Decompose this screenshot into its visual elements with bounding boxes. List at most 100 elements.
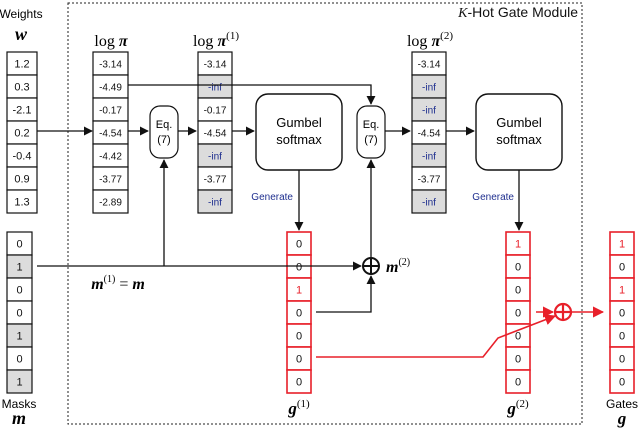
g2-cell: 0 <box>505 369 531 394</box>
generate-label-1: Generate <box>251 192 293 203</box>
weights-symbol: w <box>15 24 28 44</box>
logpi2-cell: -inf <box>411 189 447 214</box>
module-title: K-Hot Gate Module <box>457 4 578 21</box>
logpi2-value: -3.77 <box>418 175 441 186</box>
weights-value: 1.3 <box>14 197 29 209</box>
logpi1-cell: -3.77 <box>197 166 233 191</box>
g1-value: 1 <box>296 285 302 297</box>
logpi2-value: -3.14 <box>418 60 441 71</box>
weights-cell: 1.3 <box>6 189 38 214</box>
gates-cell: 0 <box>609 346 635 371</box>
gates-cell: 0 <box>609 323 635 348</box>
logpi-cell: -2.89 <box>92 189 129 214</box>
masks-label: Masks <box>2 397 37 411</box>
svg-text:Gumbel: Gumbel <box>496 115 542 130</box>
gates-value: 0 <box>619 262 625 274</box>
m1-equals-m-label: m(1) = m <box>91 274 145 293</box>
gates-value: 1 <box>619 285 625 297</box>
logpi1-cell: -0.17 <box>197 97 233 122</box>
svg-text:softmax: softmax <box>276 132 322 147</box>
weights-cell: -0.4 <box>6 143 38 168</box>
gates-value: 0 <box>619 377 625 389</box>
g2-value: 1 <box>515 239 521 251</box>
logpi-value: -0.17 <box>99 106 122 117</box>
logpi1-cell: -inf <box>197 143 233 168</box>
logpi-value: -3.77 <box>99 175 122 186</box>
weights-cell: 1.2 <box>6 51 38 76</box>
g2-value: 0 <box>515 331 521 343</box>
logpi2-value: -inf <box>422 152 436 163</box>
g2-value: 0 <box>515 262 521 274</box>
logpi2-value: -inf <box>422 83 436 94</box>
logpi2-column: -3.14 -inf -inf -4.54 -inf -3.77 -inf <box>411 51 447 214</box>
weights-value: 0.9 <box>14 174 29 186</box>
g2-value: 0 <box>515 285 521 297</box>
logpi2-cell: -inf <box>411 143 447 168</box>
gates-symbol: g <box>617 409 627 428</box>
gates-value: 0 <box>619 354 625 366</box>
oplus-red-icon <box>553 302 573 322</box>
gates-cell: 1 <box>609 231 635 256</box>
logpi1-value: -inf <box>208 152 222 163</box>
g1-value: 0 <box>296 308 302 320</box>
gates-cell: 0 <box>609 300 635 325</box>
gates-value: 0 <box>619 331 625 343</box>
weights-cell: 0.9 <box>6 166 38 191</box>
logpi2-cell: -inf <box>411 74 447 99</box>
masks-value: 1 <box>16 262 22 274</box>
eq7-box-1: Eq. (7) <box>149 105 179 159</box>
g2-cell: 1 <box>505 231 531 256</box>
g1-value: 0 <box>296 331 302 343</box>
svg-text:(7): (7) <box>157 134 170 146</box>
g2-value: 0 <box>515 354 521 366</box>
g1-cell: 0 <box>286 323 312 348</box>
logpi1-value: -0.17 <box>204 106 227 117</box>
logpi1-cell: -4.54 <box>197 120 233 145</box>
weights-value: -2.1 <box>13 105 32 117</box>
logpi1-value: -inf <box>208 198 222 209</box>
g1-column: 0 0 1 0 0 0 0 <box>286 231 312 394</box>
logpi1-cell: -3.14 <box>197 51 233 76</box>
red-connections <box>316 306 605 358</box>
logpi2-value: -4.54 <box>418 129 441 140</box>
g2-symbol: g(2) <box>506 398 529 418</box>
masks-value: 0 <box>16 354 22 366</box>
logpi-cell: -0.17 <box>92 97 129 122</box>
g2-value: 0 <box>515 308 521 320</box>
gates-column: 1 0 1 0 0 0 0 <box>609 231 635 394</box>
g2-cell: 0 <box>505 346 531 371</box>
svg-text:softmax: softmax <box>496 132 542 147</box>
logpi1-value: -4.54 <box>204 129 227 140</box>
g1-symbol: g(1) <box>287 398 310 418</box>
weights-value: 0.3 <box>14 82 29 94</box>
g2-cell: 0 <box>505 277 531 302</box>
svg-text:(7): (7) <box>364 134 377 146</box>
g1-cell: 0 <box>286 346 312 371</box>
logpi2-cell: -3.77 <box>411 166 447 191</box>
g1-value: 0 <box>296 262 302 274</box>
logpi-cell: -3.14 <box>92 51 129 76</box>
weights-cell: 0.2 <box>6 120 38 145</box>
gates-value: 0 <box>619 308 625 320</box>
masks-cell: 1 <box>6 369 33 394</box>
gates-label: Gates <box>606 397 638 411</box>
masks-cell: 0 <box>6 277 33 302</box>
logpi1-cell: -inf <box>197 189 233 214</box>
g1-cell: 0 <box>286 369 312 394</box>
gumbel-softmax-box-2: Gumbel softmax <box>475 93 563 171</box>
logpi1-value: -3.14 <box>204 60 227 71</box>
g1-cell: 0 <box>286 231 312 256</box>
g1-value: 0 <box>296 354 302 366</box>
gumbel-softmax-box-1: Gumbel softmax <box>255 93 343 171</box>
gates-value: 1 <box>619 239 625 251</box>
masks-symbol: m <box>12 408 26 428</box>
masks-value: 0 <box>16 239 22 251</box>
generate-label-2: Generate <box>472 192 514 203</box>
g2-column: 1 0 0 0 0 0 0 <box>505 231 531 394</box>
logpi2-value: -inf <box>422 106 436 117</box>
logpi-cell: -3.77 <box>92 166 129 191</box>
logpi1-value: -inf <box>208 83 222 94</box>
masks-value: 0 <box>16 285 22 297</box>
masks-value: 0 <box>16 308 22 320</box>
